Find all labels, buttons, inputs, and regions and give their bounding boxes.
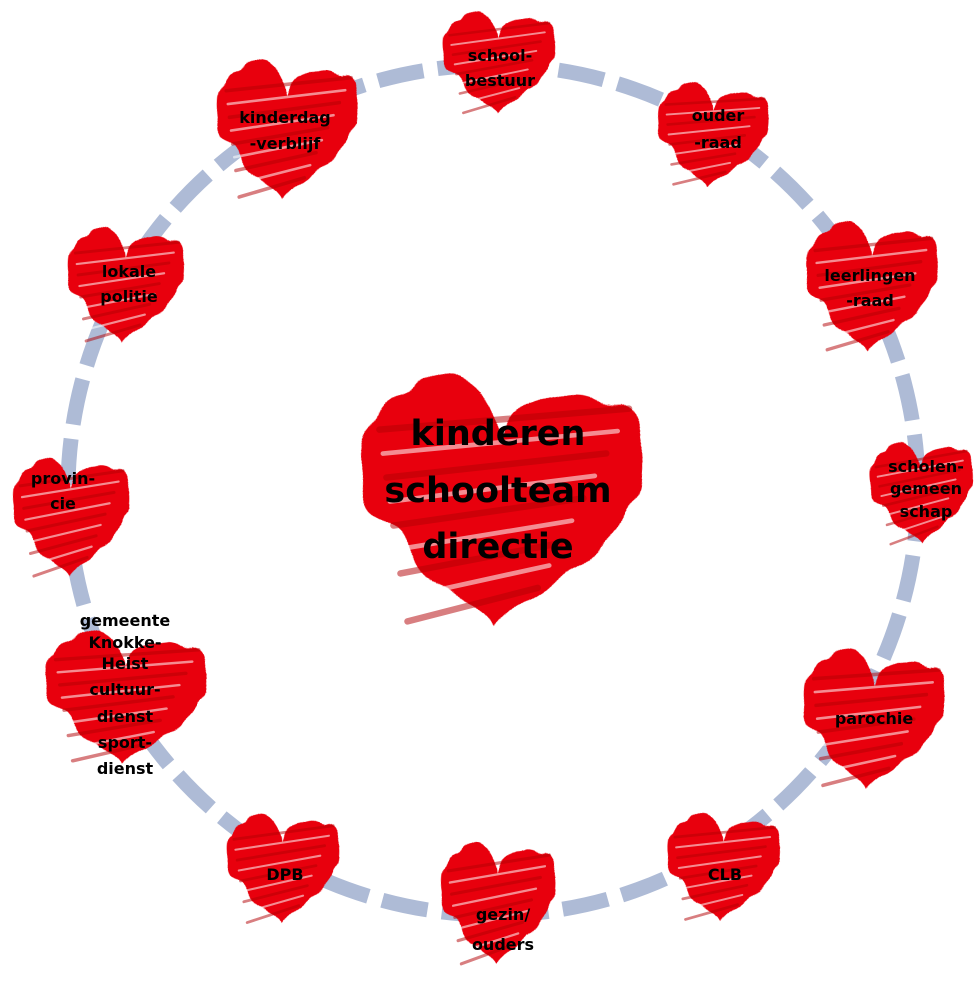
label-line: kinderdag	[239, 108, 331, 127]
node-label-parochie: parochie	[806, 707, 942, 732]
label-line: gemeente	[79, 611, 171, 630]
ring-segment	[876, 612, 907, 661]
heart-gezin-ouders-icon	[442, 845, 557, 967]
label-line: Knokke-	[88, 633, 162, 653]
center-label: kinderen schoolteam directie	[383, 406, 613, 576]
heart-schoolbestuur-icon	[444, 14, 556, 116]
node-label-lokale-politie: lokale politie	[74, 260, 184, 310]
label-line: CLB	[707, 865, 743, 884]
label-line: sport-	[97, 732, 153, 752]
hearts-layer	[14, 14, 974, 967]
node-label-clb: CLB	[672, 863, 778, 888]
label-line: -raad	[846, 290, 894, 310]
label-line: ouder	[691, 106, 745, 125]
ring-segment	[65, 377, 90, 426]
ring-segment	[169, 169, 213, 213]
ring-segment	[770, 166, 814, 210]
label-line: schap	[899, 501, 953, 521]
node-label-gemeente: gemeente Knokke- Heist cultuur- dienst s…	[60, 610, 190, 781]
label-line: ouders	[471, 934, 535, 954]
heart-gemeente-icon	[47, 634, 208, 766]
ring-segment	[380, 893, 429, 918]
label-line: gemeen	[889, 479, 963, 499]
heart-clb-icon	[668, 815, 781, 923]
center-line-schoolteam: schoolteam	[384, 470, 612, 511]
heart-provincie-icon	[14, 461, 130, 579]
label-line: -verblijf	[249, 133, 321, 153]
label-line: bestuur	[464, 70, 536, 90]
ring-segment	[172, 770, 216, 814]
heart-kinderdagverblijf-icon	[218, 63, 359, 202]
center-line-kinderen: kinderen	[410, 414, 586, 454]
label-line: dienst	[96, 706, 154, 726]
label-line: lokale	[101, 262, 157, 281]
ring-segment	[615, 76, 664, 107]
label-line: scholen-	[888, 457, 964, 476]
ring-segment	[619, 871, 668, 903]
label-line: cie	[50, 493, 76, 513]
node-label-provincie: provin- cie	[8, 467, 118, 517]
node-label-schoolbestuur: school- bestuur	[448, 44, 552, 94]
label-line: provin-	[30, 469, 96, 488]
heart-ouderraad-icon	[659, 84, 770, 189]
label-line: dienst	[96, 759, 154, 779]
heart-leerlingenraad-icon	[808, 224, 939, 354]
node-label-leerlingenraad: leerlingen -raad	[805, 264, 935, 314]
node-label-ouderraad: ouder -raad	[666, 102, 770, 156]
center-heart-icon	[365, 380, 645, 630]
label-line: politie	[100, 286, 158, 306]
node-label-dpb: DPB	[232, 863, 338, 888]
label-line: Heist	[101, 653, 149, 673]
label-line: DPB	[266, 865, 304, 884]
heart-parochie-icon	[805, 652, 946, 791]
label-line: school-	[467, 46, 533, 65]
label-line: cultuur-	[89, 680, 161, 700]
ring-segment	[773, 767, 817, 811]
label-line: gezin/	[475, 905, 531, 924]
node-label-gezin-ouders: gezin/ ouders	[448, 900, 558, 959]
label-line: leerlingen	[824, 266, 916, 285]
ring-segment	[561, 891, 610, 917]
node-label-kinderdagverblijf: kinderdag -verblijf	[220, 105, 350, 156]
label-line: -raad	[694, 133, 742, 153]
ring-segment	[894, 373, 920, 422]
node-label-scholengemeenschap: scholen- gemeen schap	[876, 456, 976, 523]
center-line-directie: directie	[422, 527, 574, 568]
heart-scholengemeenschap-icon	[871, 445, 974, 546]
heart-lokale-politie-icon	[69, 230, 185, 345]
ring-segment	[896, 554, 921, 603]
ring-segment	[376, 63, 425, 89]
label-line: parochie	[834, 709, 914, 728]
ring-segment	[557, 62, 606, 87]
heart-dpb-icon	[228, 816, 340, 925]
